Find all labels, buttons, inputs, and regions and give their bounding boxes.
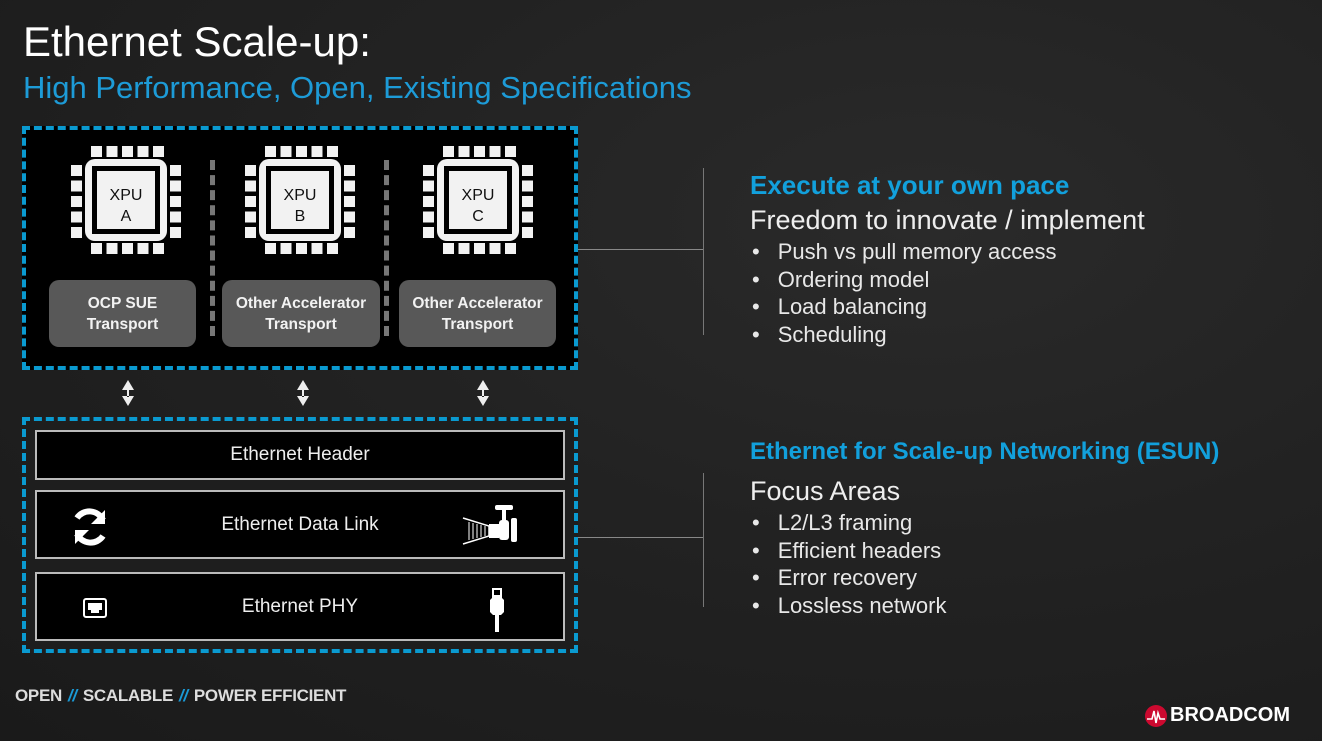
bidirectional-arrow-icon xyxy=(122,380,134,406)
bullet-item: Push vs pull memory access xyxy=(750,239,1057,267)
divider xyxy=(210,160,215,336)
connector-line xyxy=(703,473,704,607)
xpu-a-chip-icon: XPU A xyxy=(71,145,181,255)
faucet-filter-icon xyxy=(462,505,517,545)
broadcom-logo: BROADCOM xyxy=(1145,704,1290,727)
ethernet-header-layer: Ethernet Header xyxy=(35,430,565,480)
bidirectional-arrow-icon xyxy=(297,380,309,406)
transport-label: Transport xyxy=(86,315,159,333)
layer-label: Ethernet PHY xyxy=(241,595,359,617)
xpu-label: XPU xyxy=(110,187,143,204)
xpu-label: XPU xyxy=(284,187,317,204)
layer-label: Ethernet Data Link xyxy=(221,513,379,535)
transport-label: Transport xyxy=(441,315,514,333)
bidirectional-arrow-icon xyxy=(477,380,489,406)
ethernet-port-icon xyxy=(83,598,107,618)
xpu-label: A xyxy=(121,208,132,225)
connector-line xyxy=(578,249,703,250)
layer-label: Ethernet Header xyxy=(230,444,370,465)
xpu-c-chip-icon: XPU C xyxy=(423,145,533,255)
connector-line xyxy=(703,168,704,335)
focus-bullets: L2/L3 framing Efficient headers Error re… xyxy=(750,510,947,621)
refresh-icon xyxy=(74,508,106,546)
divider xyxy=(384,160,389,336)
slide-subtitle: High Performance, Open, Existing Specifi… xyxy=(23,70,692,105)
tagline-scalable: SCALABLE xyxy=(82,686,173,705)
transport-label: Transport xyxy=(265,315,337,333)
xpu-label: XPU xyxy=(462,187,495,204)
bullet-item: L2/L3 framing xyxy=(750,510,946,538)
tagline-separator: // xyxy=(67,686,77,705)
xpu-b-chip-icon: XPU B xyxy=(245,145,355,255)
bullet-item: Efficient headers xyxy=(750,538,946,566)
bullet-item: Scheduling xyxy=(750,322,1056,350)
bullet-item: Ordering model xyxy=(750,267,1056,295)
xpu-label: C xyxy=(472,208,484,225)
freedom-subheading: Freedom to innovate / implement xyxy=(750,205,1145,235)
transport-label: Other Accelerator xyxy=(412,294,543,312)
transport-label: Other Accelerator xyxy=(235,294,367,312)
ethernet-cable-icon xyxy=(490,588,504,632)
focus-areas-subheading: Focus Areas xyxy=(750,476,901,506)
esun-heading: Ethernet for Scale-up Networking (ESUN) xyxy=(750,438,1220,465)
tagline-power: POWER EFFICIENT xyxy=(193,686,347,705)
execute-bullets: Push vs pull memory access Ordering mode… xyxy=(750,239,1057,350)
broadcom-logo-text: BROADCOM xyxy=(1170,704,1290,726)
xpu-label: B xyxy=(295,208,306,225)
ocp-sue-transport: OCP SUE Transport xyxy=(49,280,196,347)
bullet-item: Error recovery xyxy=(750,565,946,593)
bullet-item: Lossless network xyxy=(750,593,947,621)
ethernet-phy-layer: Ethernet PHY xyxy=(35,572,565,641)
bullet-item: Load balancing xyxy=(750,294,1056,322)
footer-tagline: OPEN // SCALABLE // POWER EFFICIENT xyxy=(15,686,346,706)
tagline-open: OPEN xyxy=(15,686,62,705)
connector-line xyxy=(578,537,703,538)
broadcom-logo-icon xyxy=(1145,704,1167,727)
tagline-separator: // xyxy=(179,686,188,705)
execute-heading: Execute at your own pace xyxy=(750,170,1070,200)
slide-title: Ethernet Scale-up: xyxy=(23,18,371,65)
ethernet-data-link-layer: Ethernet Data Link xyxy=(35,490,565,559)
transport-label: OCP SUE xyxy=(87,294,158,312)
